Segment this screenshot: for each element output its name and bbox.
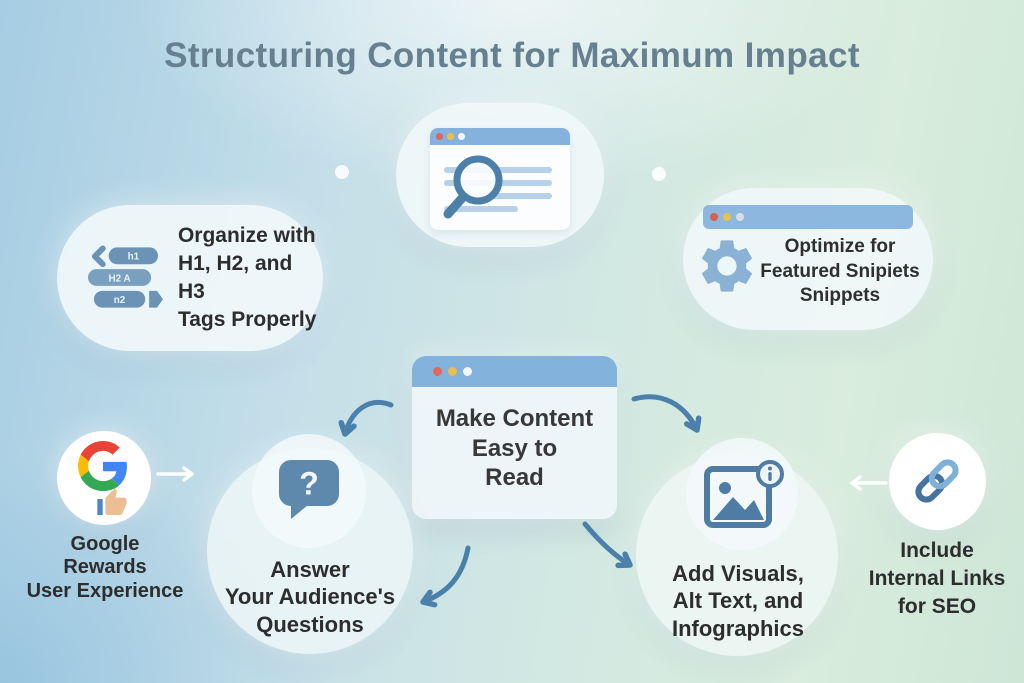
optimize-snippets-bubble: Optimize for Featured Snipiets Snippets bbox=[683, 188, 933, 330]
thumbs-up-icon bbox=[97, 488, 127, 515]
browser-titlebar bbox=[430, 128, 570, 145]
arrow-card-to-answer bbox=[338, 399, 394, 437]
make-content-easy-label: Make Content Easy to Read bbox=[435, 405, 594, 492]
window-dot-yellow bbox=[447, 133, 454, 140]
organize-headings-bubble: h1 H2 A n2 Organize with H1, H2, and H3 … bbox=[57, 205, 323, 351]
browser-window-icon bbox=[430, 128, 570, 230]
google-g-icon bbox=[78, 441, 127, 491]
svg-text:H2 A: H2 A bbox=[108, 273, 130, 284]
window-dot-red bbox=[436, 133, 443, 140]
text-line bbox=[444, 206, 518, 212]
svg-text:n2: n2 bbox=[114, 295, 126, 306]
link-chain-icon bbox=[915, 459, 959, 503]
browser-titlebar bbox=[703, 205, 913, 229]
question-bubble-icon: ? bbox=[279, 460, 339, 519]
arrow-bottom-right bbox=[582, 521, 633, 569]
make-content-easy-card: Make Content Easy to Read bbox=[412, 356, 617, 519]
window-dot-red bbox=[433, 367, 442, 376]
svg-text:h1: h1 bbox=[128, 252, 140, 263]
arrow-bottom-left bbox=[420, 545, 471, 608]
arrow-card-to-visuals bbox=[631, 394, 702, 433]
answer-questions-label: Answer Your Audience's Questions bbox=[224, 557, 396, 637]
page-title: Structuring Content for Maximum Impact bbox=[164, 36, 860, 75]
decor-dot-left bbox=[335, 165, 349, 179]
magnifier-icon bbox=[443, 155, 503, 219]
window-dot-gray bbox=[736, 213, 744, 221]
window-dot-yellow bbox=[448, 367, 457, 376]
decor-dot-right bbox=[652, 167, 666, 181]
add-visuals-label: Add Visuals, Alt Text, and Infographics bbox=[671, 561, 804, 641]
search-window-bubble bbox=[396, 103, 604, 247]
window-dot-white bbox=[463, 367, 472, 376]
text-line bbox=[478, 193, 552, 199]
google-rewards-badge bbox=[57, 431, 151, 525]
window-dot-white bbox=[458, 133, 465, 140]
window-dot-red bbox=[710, 213, 718, 221]
window-dot-yellow bbox=[723, 213, 731, 221]
gear-icon bbox=[702, 240, 752, 292]
google-rewards-label: Google Rewards User Experience bbox=[26, 533, 184, 602]
internal-links-label: Include Internal Links for SEO bbox=[868, 539, 1006, 618]
optimize-snippets-label: Optimize for Featured Snipiets Snippets bbox=[760, 236, 920, 307]
organize-headings-label: Organize with H1, H2, and H3 Tags Proper… bbox=[177, 224, 317, 331]
internal-links-circle bbox=[889, 433, 986, 530]
image-alt-text-icon bbox=[704, 460, 784, 528]
browser-titlebar bbox=[412, 356, 617, 387]
heading-tags-icon: h1 H2 A n2 bbox=[87, 245, 163, 308]
svg-text:?: ? bbox=[299, 466, 319, 502]
